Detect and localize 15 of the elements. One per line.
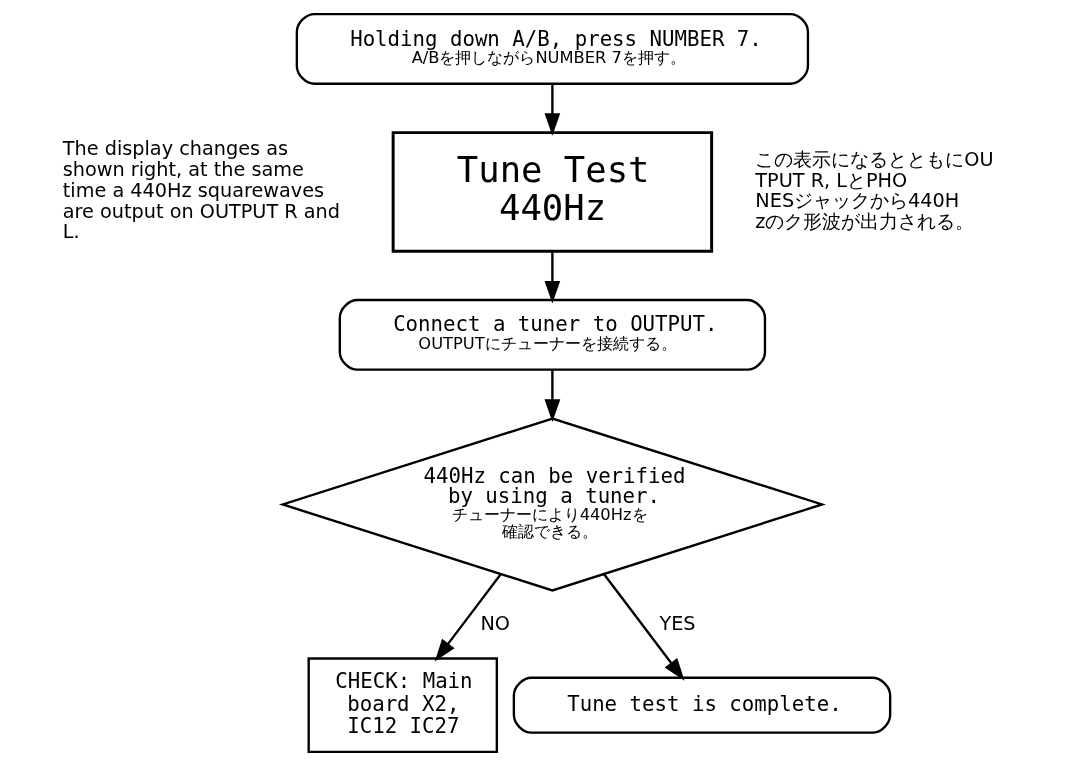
arrow [544, 84, 560, 136]
node-box: Tune test is complete. [512, 676, 891, 734]
arrow [544, 251, 560, 304]
edge-label: YES [658, 611, 696, 635]
node-label: この表示になるとともにOUTPUT R, LとPHONESジャックから440Hzのク形波が出力される。 [754, 147, 994, 234]
edge-label: NO [479, 611, 510, 635]
node-box: Holding down A/B, press NUMBER 7. A/Bを押しながらNUMBER 7を押す。 [295, 12, 809, 85]
node-box: Connect a tuner to OUTPUT. OUTPUTにチューナーを接続する。 [338, 298, 766, 371]
node-label: The display changes as shown right, at the same time a 440Hz squarewaves are output on OUTPUT R and L. [62, 137, 340, 244]
arrow [544, 370, 560, 422]
node-diamond: 440Hz can be verified by using a tuner. チューナーにより440Hzを確認できる。 [278, 417, 826, 592]
node-box: CHECK: Main board X2, IC12 IC27 [307, 657, 498, 754]
arrow [434, 573, 502, 662]
node-box: Tune Test 440Hz [391, 131, 713, 253]
arrow [602, 573, 685, 681]
